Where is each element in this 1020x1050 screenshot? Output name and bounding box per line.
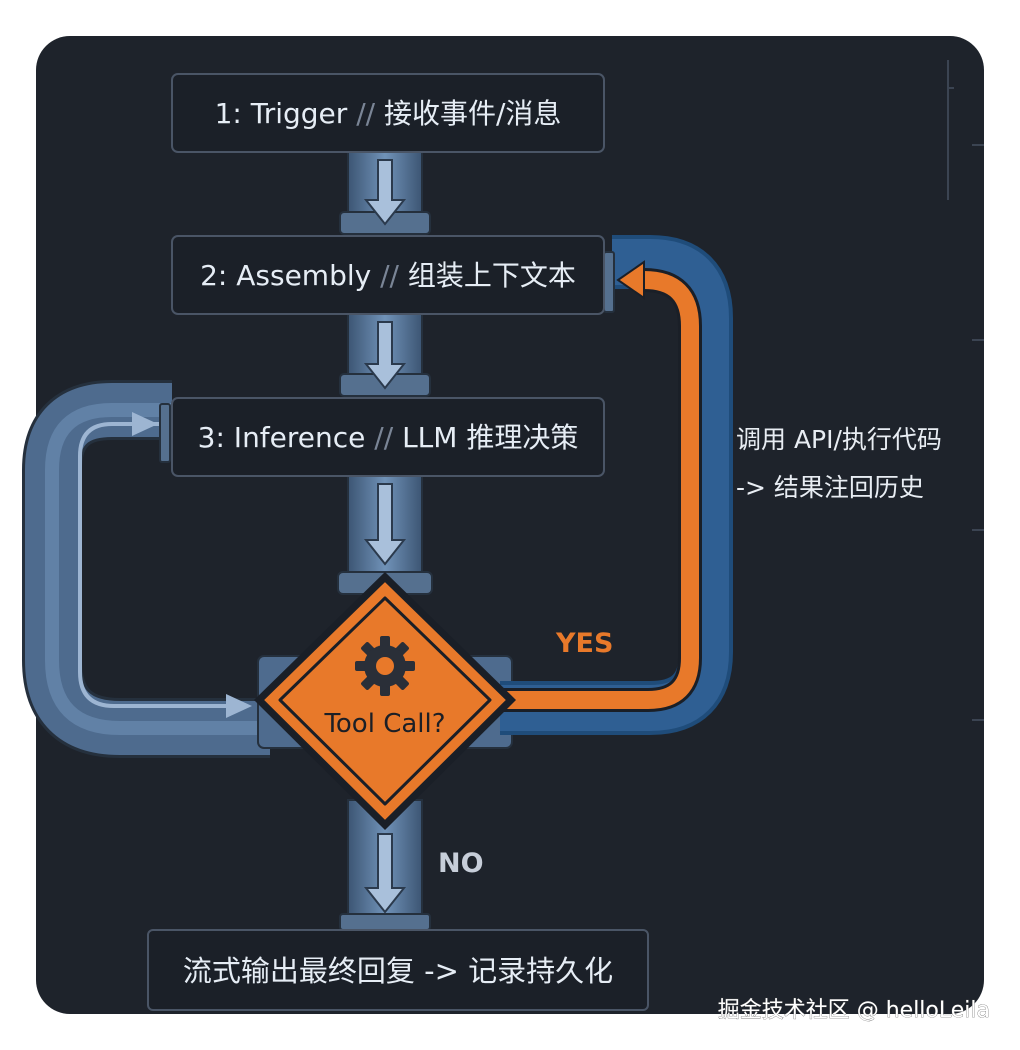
end-label: 流式输出最终回复 -> 记录持久化: [183, 954, 613, 988]
step-3-description: LLM 推理决策: [402, 421, 578, 454]
step-2-separator: //: [371, 259, 408, 292]
step-3-title: 3: Inference: [198, 421, 366, 454]
step-box-inference: 3: Inference // LLM 推理决策: [171, 397, 605, 477]
decision-label: Tool Call?: [323, 709, 445, 739]
no-label: NO: [438, 848, 484, 879]
step-box-trigger: 1: Trigger // 接收事件/消息: [171, 73, 605, 153]
watermark: 掘金技术社区 @ helloLeila: [718, 998, 990, 1023]
yes-label: YES: [555, 628, 613, 659]
step-1-title: 1: Trigger: [215, 97, 348, 130]
down-arrows: [363, 159, 407, 914]
svg-text:3: Inference // LLM 推理决策: 3: Inference // LLM 推理决策: [198, 421, 579, 454]
side-note-line-2: -> 结果注回历史: [736, 473, 924, 502]
step-3-separator: //: [365, 421, 402, 454]
step-1-separator: //: [347, 97, 384, 130]
left-loop-pipe: [22, 380, 270, 758]
step-2-description: 组装上下文本: [408, 259, 576, 292]
end-box: 流式输出最终回复 -> 记录持久化: [147, 929, 649, 1011]
side-note-line-1: 调用 API/执行代码: [736, 425, 942, 454]
gear-icon: [355, 636, 415, 696]
right-loop-pipe: [500, 235, 733, 735]
edge-ticks: [947, 60, 984, 721]
step-2-title: 2: Assembly: [200, 259, 371, 292]
svg-text:2: Assembly // 组装上下文本: 2: Assembly // 组装上下文本: [200, 259, 576, 292]
step-1-description: 接收事件/消息: [384, 97, 561, 130]
diagram-background: [36, 36, 984, 1014]
decision-diamond: Tool Call?: [254, 572, 516, 830]
svg-text:1: Trigger // 接收事件/消息: 1: Trigger // 接收事件/消息: [215, 97, 562, 130]
step-box-assembly: 2: Assembly // 组装上下文本: [171, 235, 605, 315]
